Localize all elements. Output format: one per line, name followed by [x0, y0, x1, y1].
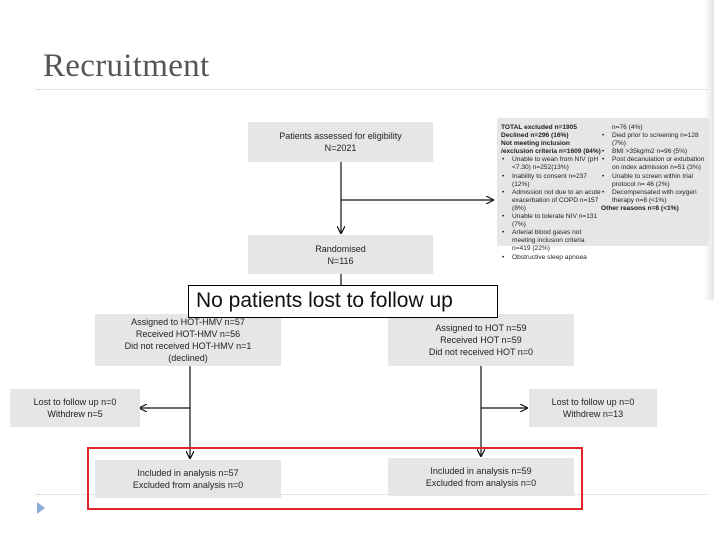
- hot-hmv-line: Did not received HOT-HMV n=1: [124, 341, 252, 351]
- excluded-other: Other reasons n=8 (<1%): [601, 204, 679, 212]
- footer-divider: [36, 494, 708, 495]
- exclusion-item: Arterial blood gases not meeting inclusi…: [502, 229, 601, 253]
- hot-line: Received HOT n=59: [440, 335, 522, 345]
- lost-right-box: Lost to follow up n=0 Withdrew n=13: [529, 389, 657, 427]
- slide-title: Recruitment: [43, 48, 210, 84]
- hot-hmv-box: Assigned to HOT-HMV n=57 Received HOT-HM…: [95, 314, 281, 366]
- lost-left-line: Withdrew n=5: [47, 409, 103, 419]
- exclusion-item: Inability to consent n=237 (12%): [502, 173, 601, 189]
- hot-line: Assigned to HOT n=59: [435, 323, 527, 333]
- exclusion-item: Unable to tolerate NIV n=131 (7%): [502, 213, 601, 229]
- analysis-left-box: Included in analysis n=57 Excluded from …: [95, 460, 281, 498]
- lost-left-line: Lost to follow up n=0: [33, 397, 117, 407]
- assessed-label: Patients assessed for eligibility: [279, 131, 402, 141]
- exclusion-item: Obstructive sleep apnoea: [502, 254, 601, 262]
- assessed-box: Patients assessed for eligibility N=2021: [248, 122, 433, 162]
- exclusion-list-1: Unable to wean from NIV (pH <7.30) n=252…: [501, 156, 601, 261]
- analysis-right-box: Included in analysis n=59 Excluded from …: [388, 458, 574, 496]
- exclusion-item: BMI >35kg/m2 n=96 (5%): [602, 148, 705, 156]
- randomised-count: N=116: [327, 255, 354, 266]
- exclusion-item: Unable to screen within trial protocol n…: [602, 173, 705, 189]
- assessed-count: N=2021: [324, 143, 357, 153]
- lost-right-line: Withdrew n=13: [562, 409, 624, 419]
- lost-right-line: Lost to follow up n=0: [551, 397, 635, 407]
- exclusion-list-2: Died prior to screening n=128 (7%) BMI >…: [601, 132, 705, 205]
- analysis-highlight: [87, 447, 583, 510]
- hot-line: Did not received HOT n=0: [428, 347, 534, 357]
- analysis-left-line: Excluded from analysis n=0: [132, 480, 244, 490]
- excluded-declined: Declined n=296 (16%): [501, 132, 569, 140]
- slide-bullet-icon: [37, 502, 45, 514]
- exclusion-item: Decompensated with oxygen therapy n=8 (<…: [602, 189, 705, 205]
- exclusion-item: Admission not due to an acute exacerbati…: [502, 189, 601, 213]
- exclusion-item: Post decanulation or extubation on index…: [602, 156, 705, 172]
- analysis-right-line: Excluded from analysis n=0: [425, 478, 537, 488]
- exclusion-item: Unable to wean from NIV (pH <7.30) n=252…: [502, 156, 601, 172]
- exclusion-item: Died prior to screening n=128 (7%): [602, 132, 705, 148]
- exclusion-item: n=76 (4%): [612, 124, 643, 131]
- excluded-total: TOTAL excluded n=1905: [501, 124, 578, 131]
- callout-no-lost: No patients lost to follow up: [188, 285, 498, 318]
- title-divider: [36, 89, 708, 90]
- hot-hmv-line: (declined): [168, 353, 208, 363]
- hot-hmv-line: Received HOT-HMV n=56: [135, 329, 241, 339]
- analysis-left-line: Included in analysis n=57: [137, 468, 239, 478]
- analysis-right-line: Included in analysis n=59: [430, 466, 532, 476]
- randomised-box: Randomised N=116: [248, 235, 433, 274]
- excluded-not-meeting: Not meeting inclusion /exclusion criteri…: [501, 140, 601, 156]
- hot-box: Assigned to HOT n=59 Received HOT n=59 D…: [388, 314, 574, 366]
- exclusion-col-2: n=76 (4%) Died prior to screening n=128 …: [601, 124, 705, 246]
- lost-left-box: Lost to follow up n=0 Withdrew n=5: [10, 389, 140, 427]
- randomised-label: Randomised: [315, 243, 366, 254]
- hot-hmv-line: Assigned to HOT-HMV n=57: [131, 317, 245, 327]
- exclusion-box: TOTAL excluded n=1905 Declined n=296 (16…: [497, 118, 709, 262]
- exclusion-col-1: TOTAL excluded n=1905 Declined n=296 (16…: [501, 124, 601, 262]
- edge-shadow: [704, 0, 714, 300]
